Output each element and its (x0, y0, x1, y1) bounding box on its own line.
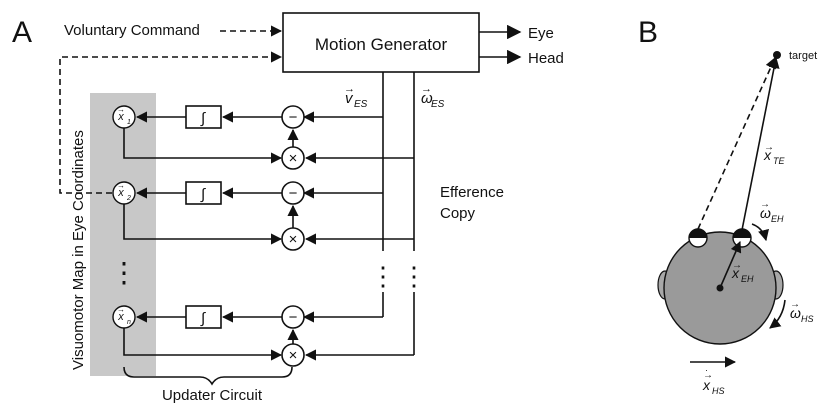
svg-text:x: x (117, 187, 124, 199)
svg-text:∫: ∫ (200, 186, 207, 203)
efference-copy-label-line1: Efference (440, 184, 504, 201)
v-es-label: v → ES (344, 83, 368, 110)
svg-text:−: − (289, 309, 298, 326)
svg-text:x: x (731, 265, 740, 281)
svg-text:x: x (763, 147, 772, 163)
svg-text:→: → (760, 199, 770, 210)
visuomotor-map-region (90, 93, 156, 376)
svg-text:∫: ∫ (200, 310, 207, 327)
voluntary-command-label: Voluntary Command (64, 22, 200, 39)
svg-text:x: x (702, 377, 711, 393)
updater-circuit-label: Updater Circuit (162, 387, 263, 404)
svg-text:−: − (289, 185, 298, 202)
panel-b: B target x → TE x (638, 16, 817, 396)
omega-es-ellipsis: ⋮ (401, 261, 427, 291)
svg-text:→: → (703, 370, 713, 381)
motion-generator-label: Motion Generator (315, 35, 448, 54)
svg-text:×: × (289, 347, 298, 364)
x-eh-label: x → EH (731, 260, 754, 284)
svg-text:HS: HS (712, 386, 725, 396)
svg-text:−: − (289, 109, 298, 126)
svg-text:→: → (790, 299, 800, 310)
svg-text:ES: ES (354, 99, 368, 110)
omega-es-label: ω → ES (421, 83, 445, 110)
svg-text:→: → (764, 142, 774, 153)
map-ellipsis: ⋮ (110, 257, 138, 288)
x-te-vector (741, 56, 780, 231)
svg-text:×: × (289, 231, 298, 248)
svg-text:ω: ω (760, 205, 771, 221)
svg-text:→: → (732, 260, 742, 271)
map-feedback-dashed-arrow (59, 51, 283, 194)
svg-text:·: · (705, 365, 708, 375)
target-label: target (789, 50, 817, 62)
motion-generator-box (282, 12, 480, 73)
x-te-label: x → TE (763, 142, 785, 166)
svg-text:HS: HS (801, 314, 814, 324)
updater-row-1: − ∫ x 1 → × (112, 105, 414, 170)
right-eye (732, 228, 752, 248)
panel-a: A Visuomotor Map in Eye Coordinates Moti… (12, 12, 564, 404)
updater-circuit-brace (123, 366, 293, 386)
svg-text:1: 1 (127, 119, 131, 126)
svg-text:TE: TE (773, 156, 785, 166)
efference-copy-label-line2: Copy (440, 205, 476, 222)
svg-text:ES: ES (431, 99, 445, 110)
svg-text:EH: EH (771, 214, 784, 224)
svg-text:ω: ω (421, 90, 433, 107)
visuomotor-map-label: Visuomotor Map in Eye Coordinates (70, 130, 87, 370)
omega-eh-label: ω → EH (760, 199, 784, 224)
panel-a-letter: A (12, 16, 32, 49)
svg-text:ω: ω (790, 305, 801, 321)
v-es-ellipsis: ⋮ (370, 261, 396, 291)
svg-text:→: → (117, 305, 125, 314)
x-eh-vector (719, 240, 742, 289)
svg-text:∫: ∫ (200, 110, 207, 127)
x-hs-label: x → · HS (702, 365, 725, 396)
svg-text:2: 2 (126, 195, 131, 202)
eye-output-label: Eye (528, 25, 554, 42)
head-output-label: Head (528, 50, 564, 67)
svg-text:→: → (344, 83, 355, 95)
omega-hs-label: ω → HS (790, 299, 814, 324)
svg-text:x: x (117, 311, 124, 323)
target-dot (773, 51, 781, 59)
svg-text:n: n (127, 319, 131, 326)
omega-eh-arrow (751, 223, 769, 242)
svg-text:x: x (117, 111, 124, 123)
updater-row-n: − ∫ x n → × (112, 305, 414, 367)
omega-hs-arrow (769, 299, 786, 329)
svg-text:v: v (345, 90, 354, 107)
svg-text:→: → (421, 83, 432, 95)
left-eye-gaze-dashed (697, 56, 776, 230)
updater-row-2: − ∫ x 2 → × (112, 181, 414, 251)
svg-text:×: × (289, 150, 298, 167)
svg-text:→: → (117, 105, 125, 114)
svg-text:EH: EH (741, 274, 754, 284)
panel-b-letter: B (638, 16, 658, 49)
svg-text:→: → (117, 181, 125, 190)
left-eye (688, 228, 708, 248)
